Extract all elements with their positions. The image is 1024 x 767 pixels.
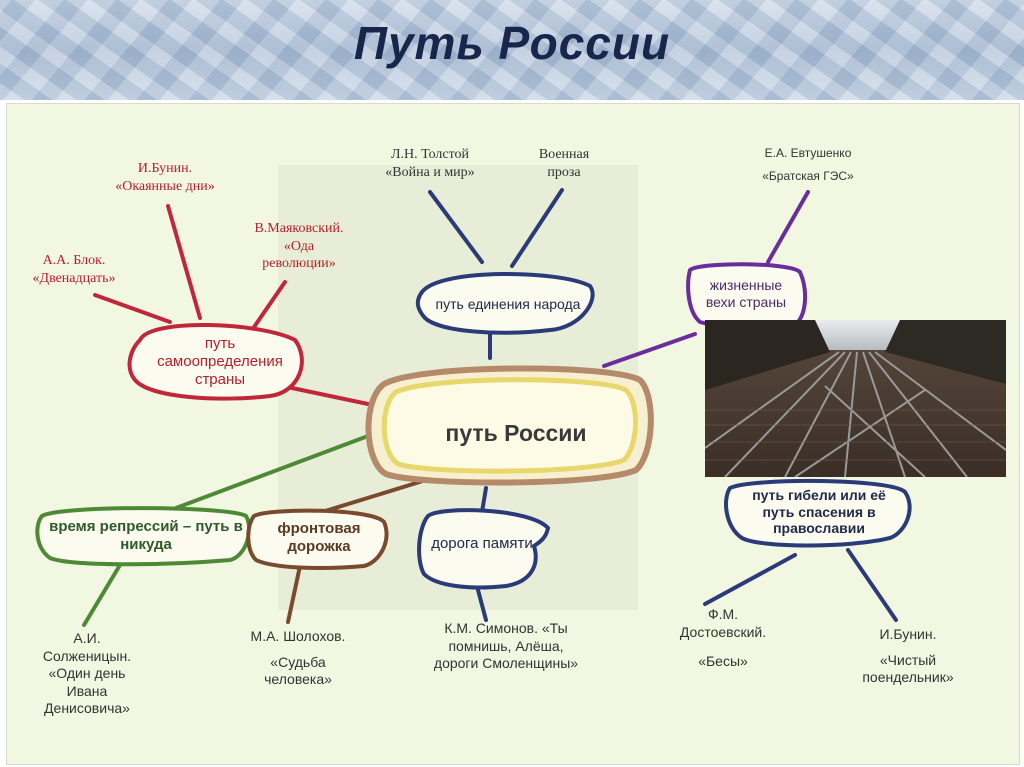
source-work: «Двенадцать» bbox=[32, 270, 116, 286]
red-connectors bbox=[93, 204, 370, 406]
source-work-1: «Судьба bbox=[270, 653, 326, 670]
green-connectors bbox=[82, 434, 370, 627]
source-work-2: поендельник» bbox=[862, 669, 954, 685]
source-line-1: К.М. Симонов. «Ты bbox=[444, 620, 568, 636]
node-shape-repress bbox=[35, 506, 252, 567]
purple-connectors bbox=[602, 190, 810, 368]
railway-tracks-photo bbox=[705, 320, 1006, 477]
node-doom-label: путь гибели или её путь спасения в право… bbox=[752, 486, 886, 537]
source-work-2: Ивана bbox=[66, 682, 108, 699]
source-line-3: дороги Смоленщины» bbox=[433, 655, 579, 671]
source-work-2: революции» bbox=[262, 256, 336, 271]
source-work-3: Денисовича» bbox=[44, 700, 130, 716]
node-front-label: фронтовая дорожка bbox=[277, 520, 361, 555]
source-author: Е.А. Евтушенко bbox=[764, 146, 852, 160]
source-line-2: помнишь, Алёша, bbox=[448, 637, 564, 654]
source-line-1: Военная bbox=[538, 147, 590, 162]
source-author-1: А.И. bbox=[73, 630, 101, 646]
brown-connectors bbox=[286, 478, 428, 624]
source-bunin-okayannye: И.Бунин. «Окаянные дни» bbox=[95, 160, 235, 195]
node-repress-label: время репрессий – путь в никуда bbox=[49, 518, 243, 553]
source-blok: А.А. Блок. «Двенадцать» bbox=[14, 252, 134, 287]
node-shape-memory bbox=[417, 508, 551, 590]
source-work: «Окаянные дни» bbox=[115, 178, 215, 194]
source-author: И.Бунин. bbox=[879, 626, 937, 642]
source-war-prose: Военная проза bbox=[516, 146, 612, 181]
center-node-label: путь России bbox=[445, 420, 587, 447]
source-simonov: К.М. Симонов. «Ты помнишь, Алёша, дороги… bbox=[408, 620, 604, 673]
source-work-1: «Один день bbox=[48, 665, 126, 681]
source-work-2: человека» bbox=[264, 671, 332, 687]
center-node-inner bbox=[381, 377, 638, 474]
source-bunin-chisty: И.Бунин. «Чистый поендельник» bbox=[838, 626, 978, 687]
source-author-2: Достоевский. bbox=[679, 623, 767, 640]
source-author: М.А. Шолохов. bbox=[250, 628, 346, 644]
header-banner bbox=[0, 0, 1024, 100]
railway-tracks-graphic bbox=[705, 320, 1006, 477]
source-author: Л.Н. Толстой bbox=[390, 147, 470, 162]
slide-title: Путь России bbox=[353, 17, 671, 69]
source-work: «Братская ГЭС» bbox=[762, 168, 854, 183]
source-work: «Бесы» bbox=[698, 653, 748, 669]
node-shape-doom bbox=[724, 478, 912, 548]
navy-connectors bbox=[428, 188, 898, 622]
node-shape-front bbox=[246, 508, 389, 570]
source-author: А.А. Блок. bbox=[42, 253, 106, 268]
source-work: «Ода bbox=[283, 238, 315, 254]
source-mayakovsky: В.Маяковский. «Ода революции» bbox=[240, 220, 358, 273]
source-tolstoy: Л.Н. Толстой «Война и мир» bbox=[362, 146, 498, 181]
source-author: В.Маяковский. bbox=[254, 221, 344, 236]
node-vehi-label: жизненные вехи страны bbox=[705, 277, 787, 310]
source-dostoevsky: Ф.М. Достоевский. «Бесы» bbox=[660, 606, 786, 671]
node-shape-unity bbox=[415, 272, 595, 335]
node-unity-label: путь единения народа bbox=[435, 295, 581, 312]
source-sholokhov: М.А. Шолохов. «Судьба человека» bbox=[226, 628, 370, 689]
source-author-2: Солженицын. bbox=[42, 647, 132, 664]
node-self-label: путь самоопределения страны bbox=[157, 335, 283, 388]
source-work: «Война и мир» bbox=[385, 164, 475, 180]
source-author: И.Бунин. bbox=[137, 161, 193, 176]
source-author-1: Ф.М. bbox=[707, 606, 739, 622]
source-work-1: «Чистый bbox=[879, 651, 937, 668]
node-memory-label: дорога памяти bbox=[431, 535, 533, 552]
source-solzhenitsyn: А.И. Солженицын. «Один день Ивана Денисо… bbox=[24, 630, 150, 718]
source-evtushenko: Е.А. Евтушенко «Братская ГЭС» bbox=[738, 142, 878, 188]
source-line-2: проза bbox=[547, 164, 581, 180]
node-shape-self bbox=[127, 323, 304, 401]
